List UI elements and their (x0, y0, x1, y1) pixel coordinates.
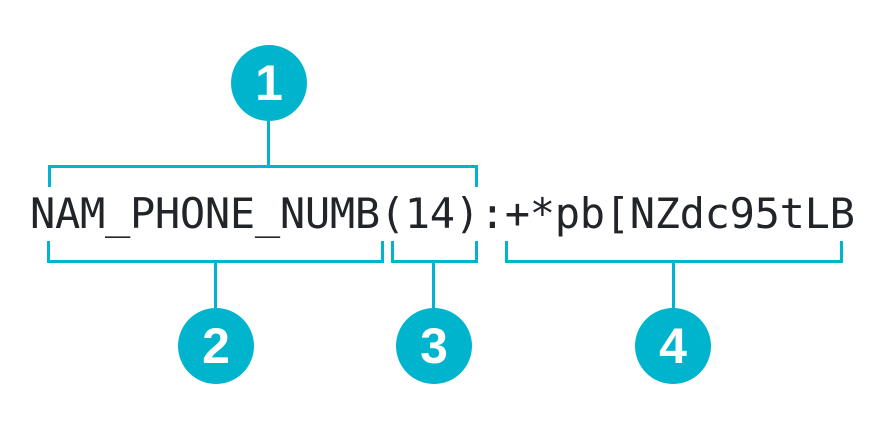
token-string: NAM_PHONE_NUMB(14):+*pb[NZdc95tLB (30, 189, 855, 238)
bracket-token-value (505, 241, 843, 263)
token-value-segment: +*pb[NZdc95tLB (504, 189, 855, 238)
bracket-token-length (391, 241, 478, 263)
callout-3-connector-line (432, 263, 435, 308)
token-separator: : (479, 189, 505, 238)
bracket-token-name (47, 241, 384, 263)
callout-1-connector-line (267, 119, 270, 166)
callout-4-connector-line (672, 263, 675, 308)
callout-1-number: 1 (255, 55, 283, 111)
callout-3-badge: 3 (396, 308, 472, 384)
token-name-segment: NAM_PHONE_NUMB (30, 189, 380, 238)
callout-4-badge: 4 (635, 308, 711, 384)
callout-2-number: 2 (202, 318, 230, 374)
callout-2-badge: 2 (178, 308, 254, 384)
callout-2-connector-line (214, 263, 217, 308)
bracket-token-name-and-length (48, 165, 478, 187)
callout-3-number: 3 (420, 318, 448, 374)
callout-1-badge: 1 (231, 45, 307, 121)
token-length-segment: (14) (379, 189, 480, 238)
callout-4-number: 4 (659, 318, 687, 374)
